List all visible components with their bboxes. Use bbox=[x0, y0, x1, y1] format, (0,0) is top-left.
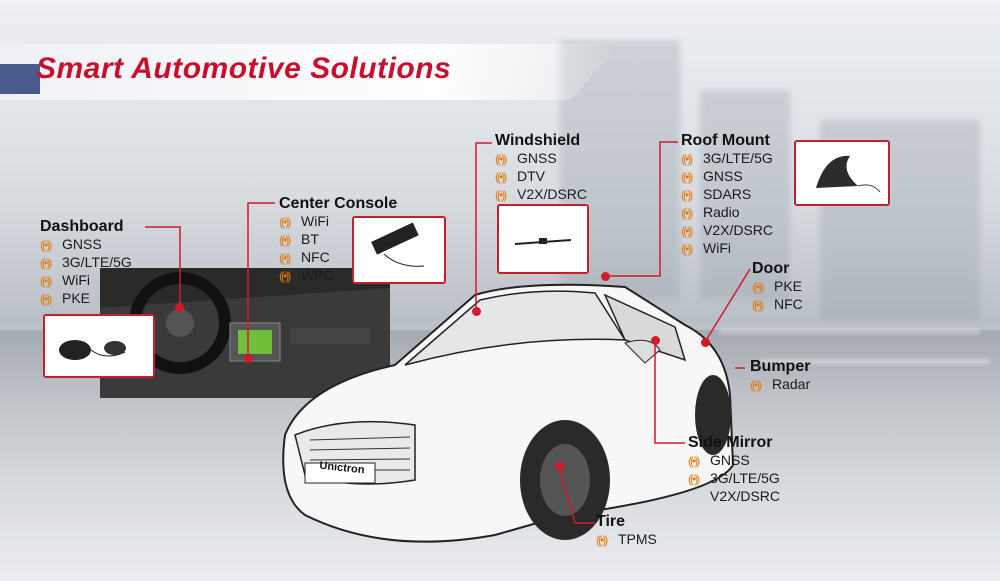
list-item: ((•))SDARS bbox=[681, 186, 752, 202]
list-item: ((•))WPC bbox=[279, 267, 334, 283]
list-item: ((•))WiFi bbox=[681, 240, 731, 256]
radio-signal-icon: ((•)) bbox=[688, 454, 700, 468]
list-item: V2X/DSRC bbox=[710, 488, 781, 504]
windshield-point bbox=[472, 307, 481, 316]
dashboard-antenna-photo bbox=[43, 314, 155, 378]
radio-signal-icon: ((•)) bbox=[681, 206, 693, 220]
side-mirror-group: Side Mirror ((•))GNSS ((•))3G/LTE/5G V2X… bbox=[688, 434, 780, 505]
door-heading: Door bbox=[752, 260, 790, 277]
title-banner-stripe bbox=[0, 64, 40, 94]
windshield-group: Windshield ((•))GNSS ((•))DTV ((•))V2X/D… bbox=[495, 132, 587, 204]
list-item: ((•))V2X/DSRC bbox=[495, 186, 588, 202]
radio-signal-icon: ((•)) bbox=[681, 242, 693, 256]
roof-mount-group: Roof Mount ((•))3G/LTE/5G ((•))GNSS ((•)… bbox=[681, 132, 773, 258]
radio-signal-icon: ((•)) bbox=[752, 280, 764, 294]
roof-mount-antenna-photo bbox=[794, 140, 890, 206]
radio-signal-icon: ((•)) bbox=[495, 188, 507, 202]
list-item: ((•))TPMS bbox=[596, 531, 657, 547]
center-console-antenna-photo bbox=[352, 216, 446, 284]
list-item: ((•))3G/LTE/5G bbox=[681, 150, 773, 166]
radio-signal-icon: ((•)) bbox=[279, 215, 291, 229]
list-item: ((•))GNSS bbox=[681, 168, 743, 184]
list-item: ((•))WiFi bbox=[40, 272, 90, 288]
title-banner bbox=[0, 44, 620, 100]
list-item: ((•))Radio bbox=[681, 204, 740, 220]
dashboard-illustration bbox=[100, 268, 390, 398]
windshield-heading: Windshield bbox=[495, 132, 581, 149]
radio-signal-icon: ((•)) bbox=[279, 233, 291, 247]
radio-signal-icon: ((•)) bbox=[681, 152, 693, 166]
background-building bbox=[700, 90, 790, 300]
radio-signal-icon: ((•)) bbox=[40, 274, 52, 288]
bumper-group: Bumper ((•))Radar bbox=[750, 358, 810, 394]
radio-signal-icon: ((•)) bbox=[279, 251, 291, 265]
radio-signal-icon: ((•)) bbox=[495, 170, 507, 184]
tire-heading: Tire bbox=[596, 513, 626, 530]
motion-streak bbox=[760, 360, 990, 363]
windshield-antenna-photo bbox=[497, 204, 589, 274]
list-item: ((•))NFC bbox=[752, 296, 803, 312]
radio-signal-icon: ((•)) bbox=[688, 472, 700, 486]
list-item: ((•))GNSS bbox=[688, 452, 750, 468]
center-console-group: Center Console ((•))WiFi ((•))BT ((•))NF… bbox=[279, 195, 397, 285]
list-item: ((•))V2X/DSRC bbox=[681, 222, 774, 238]
radio-signal-icon: ((•)) bbox=[750, 378, 762, 392]
page-title: Smart Automotive Solutions bbox=[36, 52, 452, 85]
list-item: ((•))3G/LTE/5G bbox=[688, 470, 780, 486]
dashboard-point bbox=[175, 303, 184, 312]
list-item: ((•))PKE bbox=[40, 290, 91, 306]
radio-signal-icon: ((•)) bbox=[40, 292, 52, 306]
roof-mount-heading: Roof Mount bbox=[681, 132, 770, 149]
list-item: ((•))WiFi bbox=[279, 213, 329, 229]
list-item: ((•))NFC bbox=[279, 249, 330, 265]
radio-signal-icon: ((•)) bbox=[596, 533, 608, 547]
list-item: ((•))DTV bbox=[495, 168, 545, 184]
list-item: ((•))PKE bbox=[752, 278, 803, 294]
tire-group: Tire ((•))TPMS bbox=[596, 513, 657, 549]
list-item: ((•))BT bbox=[279, 231, 319, 247]
radio-signal-icon: ((•)) bbox=[681, 188, 693, 202]
center-console-point bbox=[244, 354, 253, 363]
door-point bbox=[701, 338, 710, 347]
dashboard-heading: Dashboard bbox=[40, 218, 124, 235]
radio-signal-icon: ((•)) bbox=[40, 256, 52, 270]
radio-signal-icon: ((•)) bbox=[681, 224, 693, 238]
radio-signal-icon: ((•)) bbox=[40, 238, 52, 252]
motion-streak bbox=[720, 330, 980, 333]
radio-signal-icon: ((•)) bbox=[752, 298, 764, 312]
dashboard-group: Dashboard ((•))GNSS ((•))3G/LTE/5G ((•))… bbox=[40, 218, 132, 308]
list-item: ((•))GNSS bbox=[40, 236, 102, 252]
list-item: ((•))3G/LTE/5G bbox=[40, 254, 132, 270]
side-mirror-heading: Side Mirror bbox=[688, 434, 773, 451]
bumper-heading: Bumper bbox=[750, 358, 811, 375]
radio-signal-icon: ((•)) bbox=[279, 269, 291, 283]
radio-signal-icon: ((•)) bbox=[681, 170, 693, 184]
radio-signal-icon: ((•)) bbox=[495, 152, 507, 166]
door-group: Door ((•))PKE ((•))NFC bbox=[752, 260, 803, 314]
car-illustration bbox=[282, 283, 735, 543]
list-item: ((•))Radar bbox=[750, 376, 811, 392]
roof-mount-point bbox=[601, 272, 610, 281]
list-item: ((•))GNSS bbox=[495, 150, 557, 166]
center-console-heading: Center Console bbox=[279, 195, 398, 212]
